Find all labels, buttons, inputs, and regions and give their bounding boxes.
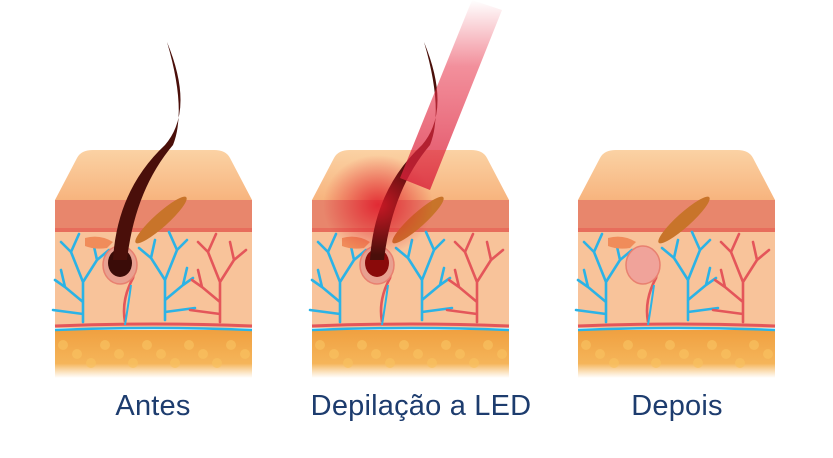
- fat-cell: [427, 358, 437, 368]
- arrector-muscle: [658, 196, 710, 244]
- fat-cell: [343, 358, 353, 368]
- fat-cell: [100, 340, 110, 350]
- hair-shaft: [113, 42, 181, 260]
- fat-cell: [114, 349, 124, 359]
- skin-surface: [578, 150, 775, 200]
- fat-cell: [441, 340, 451, 350]
- fat-cell: [637, 349, 647, 359]
- artery-branch: [711, 232, 771, 324]
- fat-cell: [455, 349, 465, 359]
- vein-branch: [137, 230, 197, 322]
- label-after: Depois: [631, 390, 723, 422]
- fat-cell: [665, 340, 675, 350]
- fat-cell: [371, 349, 381, 359]
- vein-line: [577, 326, 776, 332]
- fat-cell: [609, 358, 619, 368]
- fat-cell: [357, 340, 367, 350]
- vein-line: [311, 326, 510, 332]
- laser-beam: [400, 0, 502, 190]
- fat-cell: [749, 340, 759, 350]
- skin-panel: [308, 0, 510, 378]
- fat-cell: [651, 358, 661, 368]
- fat-cell: [413, 349, 423, 359]
- fat-layer: [312, 330, 509, 378]
- fat-cell: [735, 358, 745, 368]
- arrector-muscle: [135, 196, 187, 244]
- artery-line: [311, 322, 510, 328]
- vein-branch: [660, 230, 720, 322]
- skin-panel: [574, 150, 776, 378]
- artery-branch: [445, 232, 505, 324]
- vein-branch: [647, 284, 655, 326]
- sebaceous-gland: [608, 236, 636, 249]
- vein-branch: [381, 284, 389, 326]
- vein-branch: [574, 232, 634, 324]
- fat-cell: [170, 358, 180, 368]
- artery-line: [577, 322, 776, 328]
- fat-cell: [142, 340, 152, 350]
- vein-branch: [308, 232, 368, 324]
- fat-cell: [721, 349, 731, 359]
- vein-line: [54, 326, 253, 332]
- hair-follicle: [625, 245, 661, 285]
- sebaceous-gland: [85, 236, 113, 249]
- fat-cell: [595, 349, 605, 359]
- fat-layer: [578, 330, 775, 378]
- fat-cell: [693, 358, 703, 368]
- fat-layer: [55, 330, 252, 378]
- fat-cell: [58, 340, 68, 350]
- vein-branch: [124, 284, 132, 326]
- fat-cell: [156, 349, 166, 359]
- vein-branch: [51, 232, 111, 324]
- artery-line: [54, 322, 253, 328]
- fat-cell: [329, 349, 339, 359]
- fat-cell: [469, 358, 479, 368]
- skin-surface: [55, 150, 252, 200]
- fat-cell: [72, 349, 82, 359]
- fat-cell: [679, 349, 689, 359]
- fat-cell: [212, 358, 222, 368]
- fat-cell: [226, 340, 236, 350]
- fat-cell: [240, 349, 250, 359]
- vein-branch: [394, 230, 454, 322]
- fat-cell: [623, 340, 633, 350]
- fat-cell: [385, 358, 395, 368]
- fat-cell: [86, 358, 96, 368]
- fat-cell: [128, 358, 138, 368]
- artery-branch: [188, 232, 248, 324]
- fat-cell: [497, 349, 507, 359]
- fat-cell: [315, 340, 325, 350]
- fat-cell: [483, 340, 493, 350]
- fat-cell: [184, 340, 194, 350]
- fat-cell: [707, 340, 717, 350]
- skin-panel: [51, 42, 253, 378]
- fat-cell: [581, 340, 591, 350]
- fat-cell: [399, 340, 409, 350]
- fat-cell: [763, 349, 773, 359]
- label-before: Antes: [115, 390, 191, 422]
- label-led-hair-removal: Depilação a LED: [310, 390, 532, 422]
- fat-cell: [198, 349, 208, 359]
